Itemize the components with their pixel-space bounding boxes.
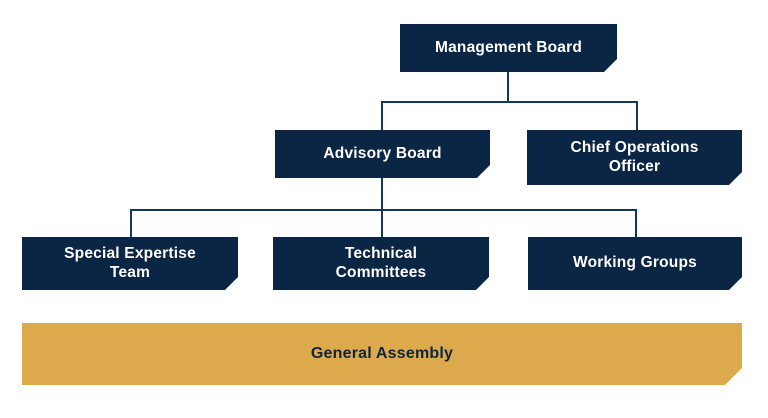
node-label: Technical Committees <box>335 244 427 281</box>
node-label: Chief Operations Officer <box>570 138 699 175</box>
node-working-groups[interactable]: Working Groups <box>528 237 742 290</box>
node-general-assembly[interactable]: General Assembly <box>22 323 742 385</box>
connector-level2-bar <box>381 101 638 103</box>
connector-ab-stem <box>381 178 383 210</box>
connector-to-special-expertise-team <box>130 209 132 237</box>
node-label: Advisory Board <box>323 144 442 162</box>
connector-to-chief-operations-officer <box>636 101 638 131</box>
node-chief-operations-officer[interactable]: Chief Operations Officer <box>527 130 742 185</box>
connector-to-advisory-board <box>381 101 383 131</box>
connector-to-working-groups <box>635 209 637 237</box>
node-label: Working Groups <box>573 254 697 272</box>
node-label: Special Expertise Team <box>64 244 196 281</box>
node-management-board[interactable]: Management Board <box>400 24 617 72</box>
node-advisory-board[interactable]: Advisory Board <box>275 130 490 178</box>
node-label: General Assembly <box>310 345 454 362</box>
connector-mb-stem <box>507 72 509 103</box>
node-special-expertise-team[interactable]: Special Expertise Team <box>22 237 238 290</box>
node-technical-committees[interactable]: Technical Committees <box>273 237 489 290</box>
connector-level3-bar <box>130 209 636 211</box>
node-label: Management Board <box>434 38 583 56</box>
connector-to-technical-committees <box>381 209 383 237</box>
